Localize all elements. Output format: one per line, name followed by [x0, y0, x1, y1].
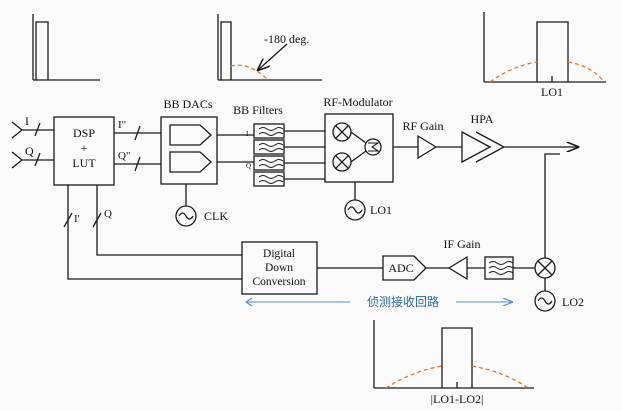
spectrum-plot-lo1-lo2 [373, 320, 534, 389]
spectrum-dash-curve [230, 64, 269, 81]
clk-source [175, 205, 197, 227]
feedback-path-annotation [245, 297, 512, 307]
label-rf-modulator: RF-Modulator [323, 95, 392, 109]
lo2-source [534, 290, 556, 312]
label-ddc-3: Conversion [252, 276, 305, 288]
rf-gain-amplifier [417, 134, 438, 160]
label-i-input: I [25, 114, 29, 128]
label-rf-gain: RF Gain [402, 119, 443, 133]
iq-inputs [11, 121, 54, 169]
phase-pointer-line [258, 43, 288, 70]
label-lo2-source: LO2 [562, 295, 584, 309]
digital-down-conversion-block [241, 241, 318, 295]
if-gain-amplifier [447, 255, 468, 281]
lo1-source [344, 199, 366, 221]
label-bb-dacs: BB DACs [163, 97, 212, 111]
dsp-lut-block [53, 116, 115, 186]
label-dsp-plus: + [81, 141, 88, 155]
label-i-out: I" [118, 119, 126, 131]
label-dsp: DSP [73, 126, 95, 140]
label-hpa: HPA [471, 112, 494, 126]
bb-dacs-block [160, 116, 218, 185]
label-lo1-source: LO1 [370, 203, 392, 217]
label-feedback-path: 侦测接收回路 [367, 294, 439, 309]
label-filter-q: Q [246, 162, 251, 170]
spectrum-plot-lo1 [483, 12, 606, 83]
label-if-gain: IF Gain [444, 237, 481, 251]
label-ddc-1: Digital [263, 248, 295, 260]
label-lut: LUT [72, 156, 96, 170]
label-spectrum-lo1-lo2: |LO1-LO2| [431, 392, 484, 406]
diagram-labels: I Q DSP + LUT I" Q" I' Q BB DACs BB Filt… [25, 32, 584, 406]
label-filter-i: I [246, 130, 249, 138]
spectrum-plot-predistorted [217, 14, 322, 81]
bb-filters-block [253, 123, 285, 187]
adc-block [382, 255, 427, 281]
hpa-amplifier [461, 130, 506, 164]
label-q-out: Q" [118, 150, 130, 162]
label-ddc-2: Down [265, 262, 293, 274]
label-q-feedback: Q [104, 208, 112, 220]
spectrum-plot-input [32, 14, 100, 81]
label-spectrum-lo1: LO1 [541, 85, 563, 99]
label-phase-note: -180 deg. [264, 32, 309, 46]
label-q-input: Q [25, 144, 34, 158]
rf-modulator-block [324, 113, 394, 183]
label-clk: CLK [204, 209, 228, 223]
label-adc: ADC [388, 261, 413, 275]
label-i-feedback: I' [74, 213, 80, 225]
label-bb-filters: BB Filters [233, 103, 283, 117]
